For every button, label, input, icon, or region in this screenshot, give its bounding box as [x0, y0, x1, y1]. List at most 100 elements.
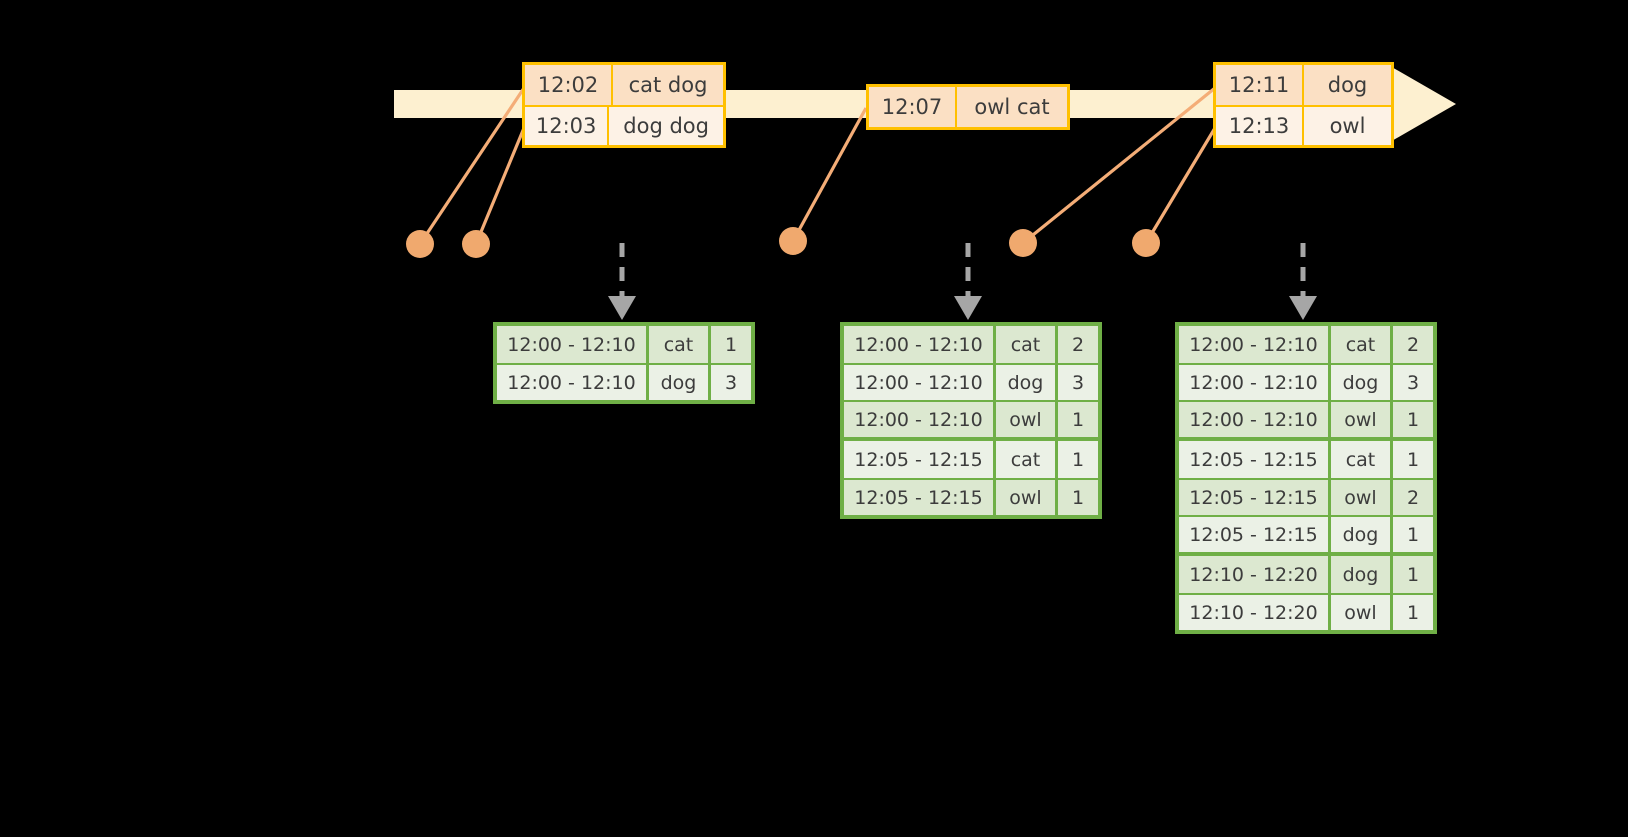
cell-count: 3	[1393, 365, 1433, 400]
cell-window: 12:00 - 12:10	[844, 365, 996, 400]
event-time: 12:11	[1216, 65, 1304, 105]
cell-count: 1	[1058, 402, 1098, 437]
cell-count: 3	[711, 365, 751, 400]
event-time: 12:02	[525, 65, 613, 105]
emit-arrow-heads	[608, 296, 1317, 320]
cell-count: 1	[1058, 441, 1098, 478]
emit-arrows	[619, 243, 1306, 298]
cell-word: cat	[1331, 326, 1393, 363]
cell-window: 12:00 - 12:10	[497, 326, 649, 363]
cell-window: 12:00 - 12:10	[497, 365, 649, 400]
event-time: 12:07	[869, 87, 957, 127]
cell-word: owl	[996, 480, 1058, 515]
connector-line-2	[474, 127, 526, 245]
cell-window: 12:00 - 12:10	[1179, 326, 1331, 363]
trigger-dot-2	[462, 230, 490, 258]
cell-window: 12:00 - 12:10	[844, 402, 996, 437]
trigger-dot-1	[406, 230, 434, 258]
cell-count: 1	[1393, 556, 1433, 593]
cell-count: 1	[1058, 480, 1098, 515]
event-words: cat dog	[628, 73, 708, 97]
event-row[interactable]: 12:07 owl cat	[869, 87, 1067, 127]
cell-word: owl	[1331, 595, 1393, 630]
cell-window: 12:05 - 12:15	[1179, 480, 1331, 515]
event-words: dog	[1327, 73, 1368, 97]
trigger-dot-3	[779, 227, 807, 255]
cell-window: 12:00 - 12:10	[1179, 365, 1331, 400]
cell-word: cat	[1331, 441, 1393, 478]
event-group-3[interactable]: 12:11 dog 12:13 owl	[1213, 62, 1394, 148]
cell-word: owl	[1331, 480, 1393, 515]
event-words: owl cat	[974, 95, 1050, 119]
event-words: owl	[1329, 114, 1366, 138]
event-time: 12:03	[525, 107, 610, 145]
event-row[interactable]: 12:03 dog dog	[525, 105, 723, 145]
connector-line-5	[1144, 127, 1217, 244]
cell-count: 1	[711, 326, 751, 363]
emit-arrow-3-head	[1289, 296, 1317, 320]
cell-word: dog	[1331, 556, 1393, 593]
cell-word: dog	[1331, 365, 1393, 400]
cell-count: 2	[1393, 326, 1433, 363]
cell-count: 2	[1393, 480, 1433, 515]
cell-word: cat	[996, 326, 1058, 363]
event-row[interactable]: 12:13 owl	[1216, 105, 1391, 145]
event-group-2[interactable]: 12:07 owl cat	[866, 84, 1070, 130]
connector-lines	[418, 86, 1217, 245]
cell-window: 12:10 - 12:20	[1179, 595, 1331, 630]
cell-count: 1	[1393, 595, 1433, 630]
cell-word: dog	[649, 365, 711, 400]
event-words: dog dog	[623, 114, 709, 138]
cell-count: 1	[1393, 402, 1433, 437]
trigger-dot-5	[1132, 229, 1160, 257]
cell-count: 3	[1058, 365, 1098, 400]
trigger-dots	[406, 227, 1160, 258]
cell-window: 12:05 - 12:15	[844, 480, 996, 515]
cell-count: 1	[1393, 517, 1433, 552]
cell-word: cat	[649, 326, 711, 363]
event-time: 12:13	[1216, 107, 1304, 145]
event-row[interactable]: 12:11 dog	[1216, 65, 1391, 105]
event-row[interactable]: 12:02 cat dog	[525, 65, 723, 105]
cell-window: 12:05 - 12:15	[1179, 517, 1331, 552]
cell-word: dog	[996, 365, 1058, 400]
cell-window: 12:05 - 12:15	[1179, 441, 1331, 478]
connector-line-4	[1021, 86, 1217, 245]
event-group-1[interactable]: 12:02 cat dog 12:03 dog dog	[522, 62, 726, 148]
cell-count: 1	[1393, 441, 1433, 478]
cell-word: owl	[1331, 402, 1393, 437]
trigger-dot-4	[1009, 229, 1037, 257]
cell-window: 12:00 - 12:10	[1179, 402, 1331, 437]
connector-line-3	[791, 107, 868, 242]
cell-window: 12:10 - 12:20	[1179, 556, 1331, 593]
cell-word: dog	[1331, 517, 1393, 552]
emit-arrow-1-head	[608, 296, 636, 320]
cell-window: 12:05 - 12:15	[844, 441, 996, 478]
cell-word: owl	[996, 402, 1058, 437]
